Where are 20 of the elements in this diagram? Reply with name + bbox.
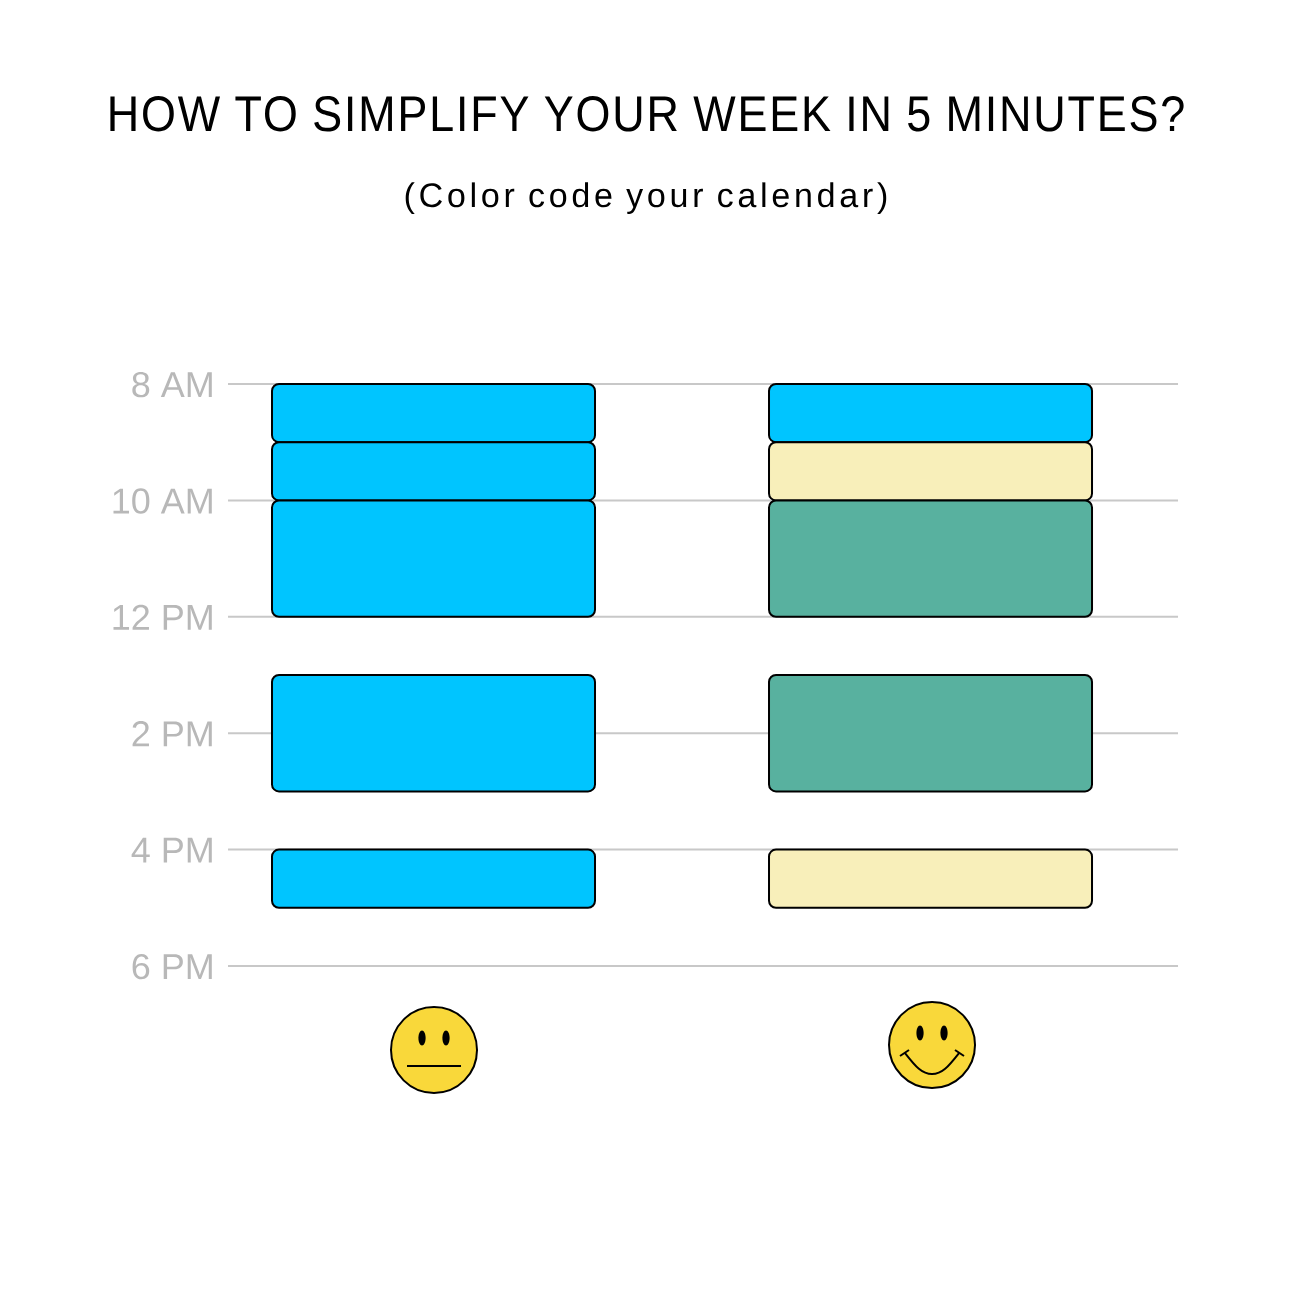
neutral-face-icon: [390, 1006, 478, 1094]
time-label: 4 PM: [131, 837, 212, 863]
calendar-block: [768, 499, 1093, 618]
time-label: 2 PM: [132, 721, 212, 747]
calendar-block: [768, 383, 1093, 444]
time-label: 10 AM: [113, 488, 212, 514]
calendar-block: [768, 674, 1093, 793]
calendar-block: [768, 848, 1093, 909]
calendar-block: [271, 441, 596, 502]
title: HOW TO SIMPLIFY YOUR WEEK IN 5 MINUTES?: [110, 96, 1184, 132]
calendar-block: [271, 848, 596, 909]
smiling-face-icon: [888, 1001, 976, 1089]
time-label: 6 PM: [132, 953, 212, 980]
calendar-block: [271, 674, 596, 793]
calendar-block: [768, 441, 1093, 502]
time-label: 12 PM: [113, 604, 212, 630]
calendar-block: [271, 499, 596, 618]
time-label: 8 AM: [132, 371, 212, 398]
subtitle: (Color code your calendar): [405, 182, 887, 215]
calendar-block: [271, 383, 596, 444]
